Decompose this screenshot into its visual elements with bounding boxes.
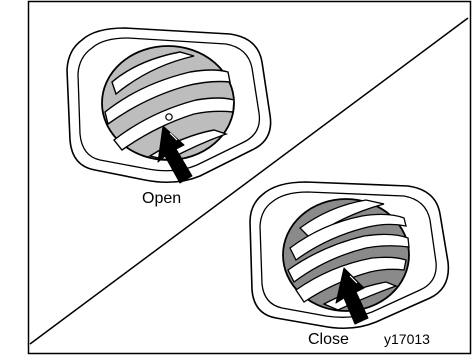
close-label: Close: [308, 331, 349, 348]
open-label: Open: [142, 190, 181, 207]
vent-close-icon: [249, 181, 450, 330]
arrow-up-icon: [335, 267, 369, 325]
vent-open-icon: [66, 27, 272, 184]
arrow-up-icon: [157, 125, 193, 184]
figure-id: y17013: [384, 331, 430, 347]
divider-line: [29, 17, 469, 345]
